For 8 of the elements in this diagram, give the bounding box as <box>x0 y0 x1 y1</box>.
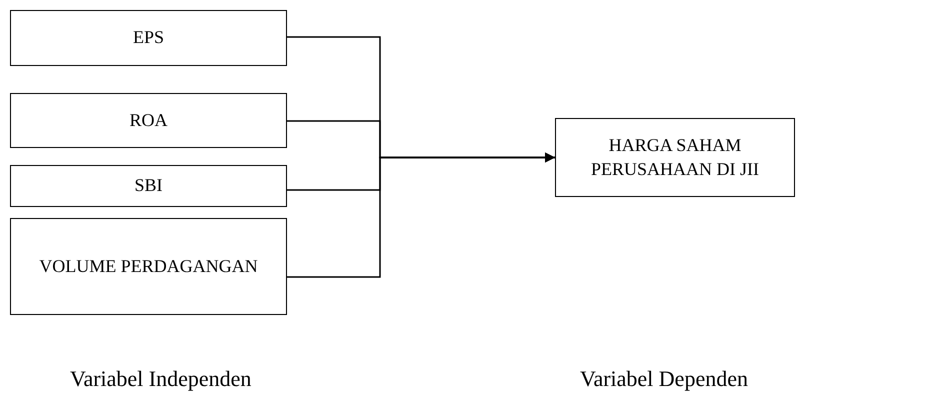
variable-box: HARGA SAHAM PERUSAHAAN DI JII <box>555 118 795 197</box>
group-caption: Variabel Independen <box>70 366 252 392</box>
variable-box: ROA <box>10 93 287 148</box>
group-caption: Variabel Dependen <box>580 366 748 392</box>
variable-box: SBI <box>10 165 287 207</box>
variable-box: VOLUME PERDAGANGAN <box>10 218 287 315</box>
variable-box: EPS <box>10 10 287 66</box>
connector-arrow <box>287 152 555 278</box>
